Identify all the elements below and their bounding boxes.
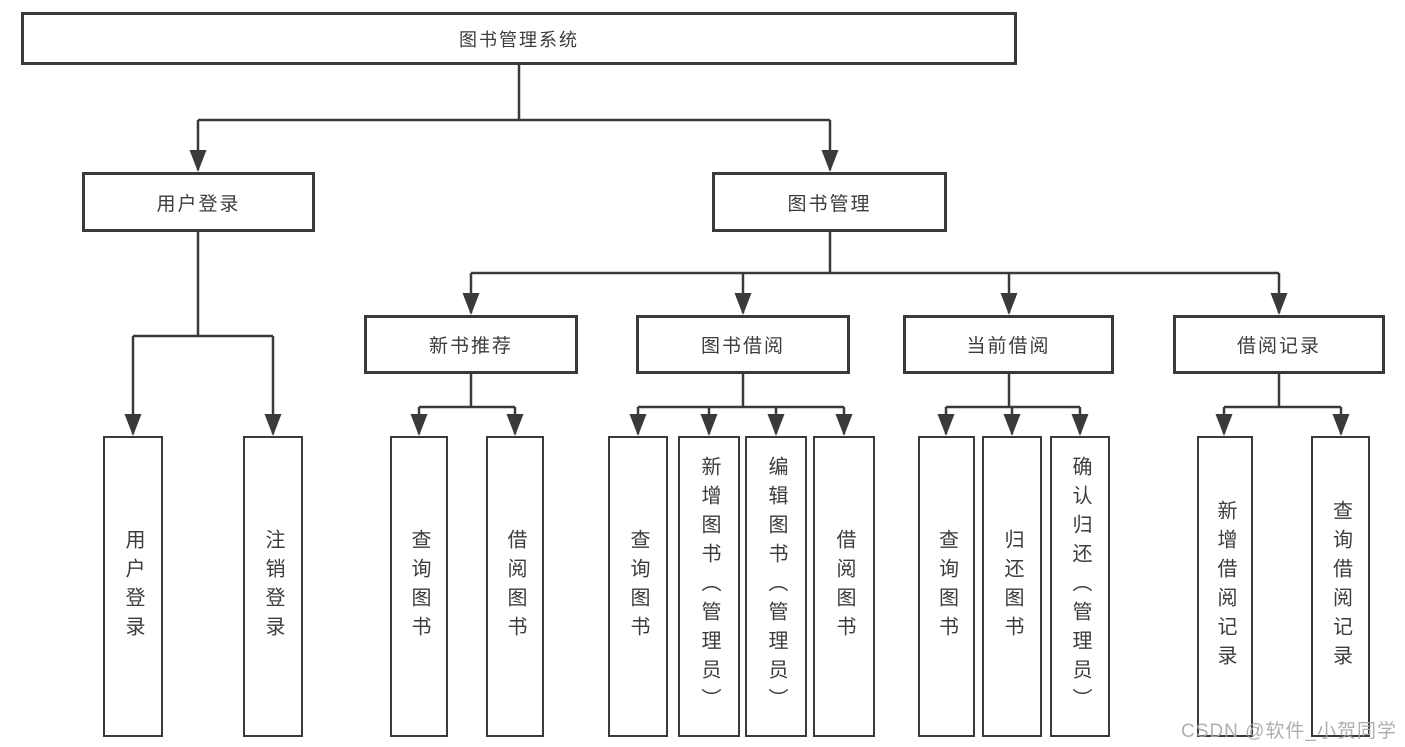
leaf-user-login: 用户登录 — [103, 436, 163, 737]
node-root: 图书管理系统 — [21, 12, 1017, 65]
node-book-borrow: 图书借阅 — [636, 315, 850, 374]
connector-book-mgmt-children — [469, 232, 1281, 313]
leaf-borrow-books-2: 借阅图书 — [813, 436, 875, 737]
node-new-book-recommend: 新书推荐 — [364, 315, 578, 374]
connector-user-login-children — [131, 232, 275, 434]
leaf-query-books-1: 查询图书 — [390, 436, 448, 737]
leaf-logout: 注销登录 — [243, 436, 303, 737]
leaf-query-borrow-record: 查询借阅记录 — [1311, 436, 1370, 737]
leaf-add-borrow-record: 新增借阅记录 — [1197, 436, 1253, 737]
connector-root-to-level2 — [196, 65, 832, 170]
connector-current-borrow-children — [944, 374, 1082, 434]
leaf-borrow-books-1: 借阅图书 — [486, 436, 544, 737]
node-current-borrow: 当前借阅 — [903, 315, 1114, 374]
connector-book-borrow-children — [636, 374, 846, 434]
watermark: CSDN @软件_小贺同学 — [1181, 721, 1397, 742]
leaf-query-books-3: 查询图书 — [918, 436, 975, 737]
node-book-management: 图书管理 — [712, 172, 947, 232]
node-borrow-records: 借阅记录 — [1173, 315, 1385, 374]
leaf-query-books-2: 查询图书 — [608, 436, 668, 737]
leaf-confirm-return-admin: 确认归还（管理员） — [1050, 436, 1110, 737]
leaf-add-book-admin: 新增图书（管理员） — [678, 436, 740, 737]
leaf-return-books: 归还图书 — [982, 436, 1042, 737]
node-user-login: 用户登录 — [82, 172, 315, 232]
connector-new-book-children — [417, 374, 517, 434]
leaf-edit-book-admin: 编辑图书（管理员） — [745, 436, 807, 737]
connector-borrow-record-children — [1222, 374, 1343, 434]
